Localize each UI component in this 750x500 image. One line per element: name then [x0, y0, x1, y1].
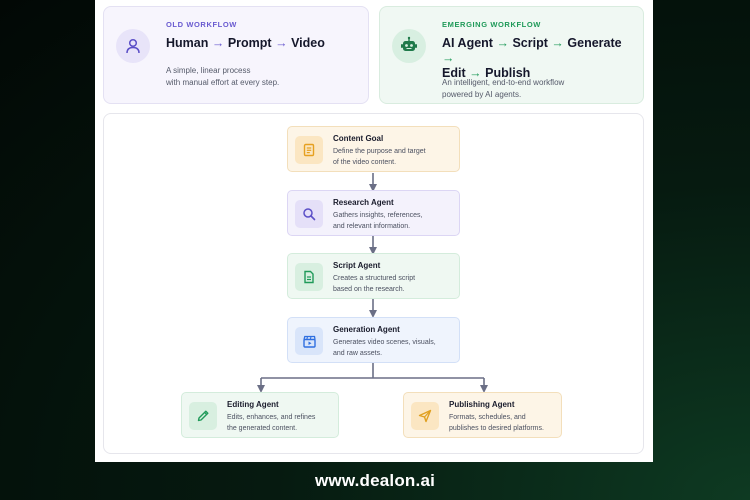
emerging-workflow-card: EMERGING WORKFLOW AI Agent → Script → Ge… [379, 6, 644, 104]
node-title: Publishing Agent [449, 400, 515, 409]
node-title: Content Goal [333, 134, 384, 143]
flow-connectors [257, 173, 488, 393]
search-icon [295, 200, 323, 228]
old-workflow-kicker: OLD WORKFLOW [166, 20, 237, 29]
old-workflow-description: A simple, linear process with manual eff… [166, 66, 280, 87]
emerging-workflow-flow: AI Agent → Script → Generate → Edit → Pu… [442, 36, 622, 80]
emerging-workflow-kicker: EMERGING WORKFLOW [442, 20, 541, 29]
connector-generation-branch [261, 363, 484, 379]
footer-website: www.dealon.ai [314, 471, 436, 490]
node-generation-agent: Generation Agent Generates video scenes,… [287, 317, 460, 363]
node-research-agent: Research Agent Gathers insights, referen… [287, 190, 460, 236]
node-editing-agent: Editing Agent Edits, enhances, and refin… [181, 392, 339, 438]
old-workflow-card: OLD WORKFLOW Human → Prompt → Video A si… [103, 6, 369, 104]
node-description: Edits, enhances, and refines the generat… [227, 414, 316, 432]
node-title: Editing Agent [227, 400, 279, 409]
node-title: Research Agent [333, 198, 394, 207]
script-icon [295, 263, 323, 291]
document-icon [295, 136, 323, 164]
clapperboard-icon [295, 327, 323, 355]
node-description: Formats, schedules, and publishes to des… [449, 414, 544, 432]
agent-flow-panel: Content Goal Define the purpose and targ… [103, 113, 644, 454]
node-description: Generates video scenes, visuals, and raw… [333, 339, 436, 357]
emerging-workflow-description: An intelligent, end-to-end workflow powe… [442, 78, 565, 99]
node-title: Generation Agent [333, 325, 400, 334]
node-script-agent: Script Agent Creates a structured script… [287, 253, 460, 299]
node-content-goal: Content Goal Define the purpose and targ… [287, 126, 460, 172]
node-description: Define the purpose and target of the vid… [333, 148, 426, 166]
old-workflow-flow: Human → Prompt → Video [166, 36, 325, 50]
pencil-icon [189, 402, 217, 430]
node-publishing-agent: Publishing Agent Formats, schedules, and… [403, 392, 562, 438]
infographic-sheet: OLD WORKFLOW Human → Prompt → Video A si… [95, 0, 653, 462]
send-icon [411, 402, 439, 430]
node-description: Gathers insights, references, and releva… [333, 212, 423, 230]
node-description: Creates a structured script based on the… [333, 275, 416, 293]
node-title: Script Agent [333, 261, 381, 270]
robot-icon [392, 29, 426, 63]
user-icon [116, 29, 150, 63]
